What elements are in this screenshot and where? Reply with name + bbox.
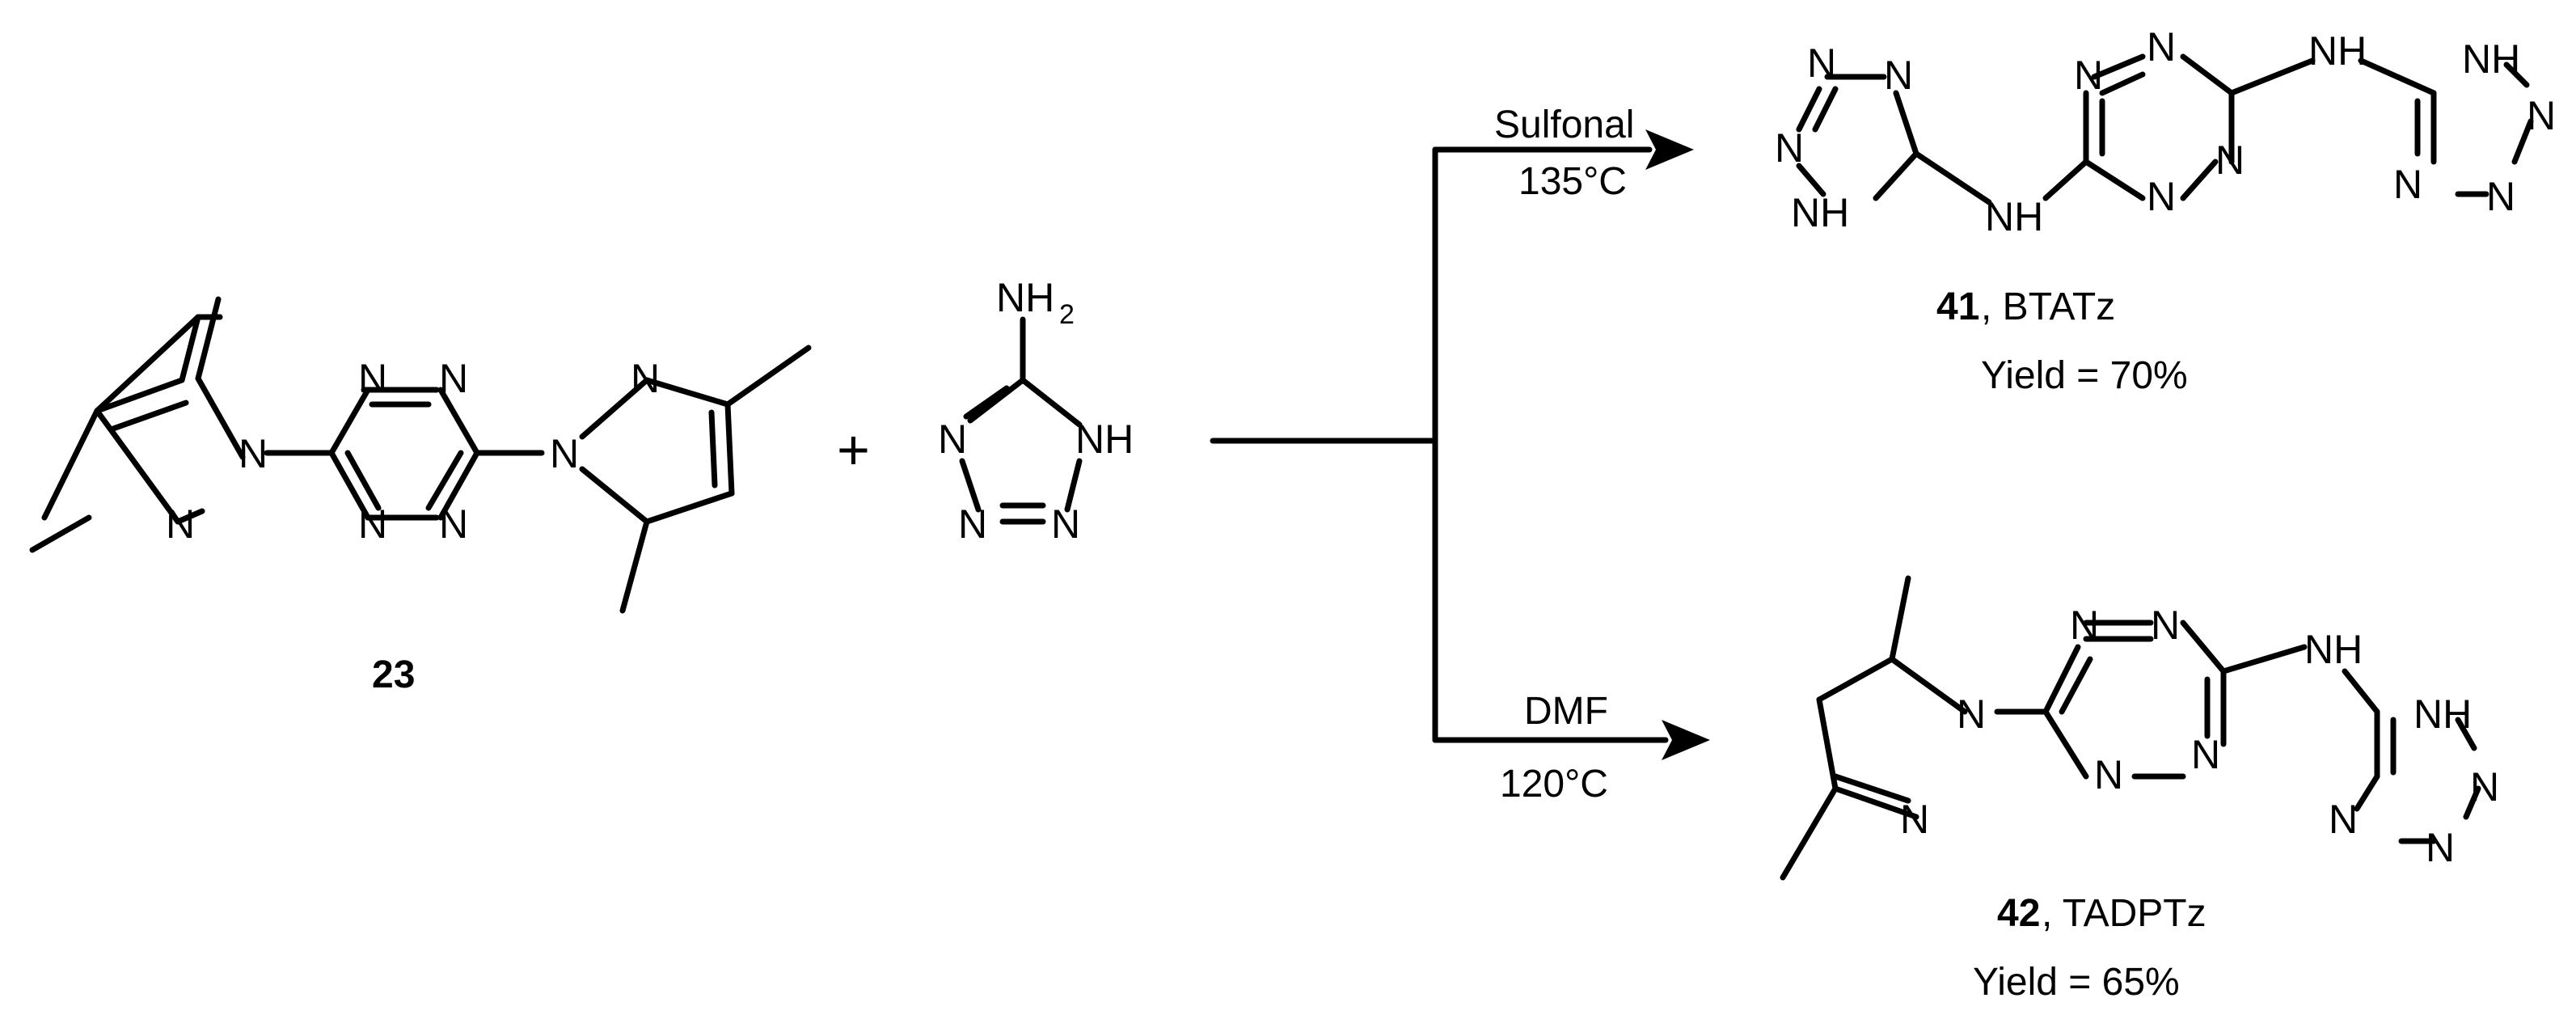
atom-n: N [2215, 137, 2244, 183]
atom-n: N [239, 431, 268, 476]
atom-nh: NH [2413, 691, 2472, 737]
bottom-solvent: DMF [1524, 690, 1608, 733]
svg-text:2: 2 [1059, 299, 1075, 330]
reaction-arrows [1210, 129, 1710, 760]
atom-n: N [2426, 825, 2455, 870]
atom-n: N [2074, 53, 2103, 98]
atom-n: N [358, 356, 387, 401]
atom-n: N [1807, 40, 1836, 86]
atom-n: N [1957, 691, 1986, 737]
atom-n: N [2329, 797, 2358, 842]
svg-text:, BTATz: , BTATz [1981, 285, 2115, 328]
svg-text:NH: NH [996, 275, 1054, 320]
atom-n: N [2070, 603, 2099, 648]
reactant-23-structure [29, 296, 812, 614]
atom-n: N [938, 417, 967, 462]
product-42-yield: Yield = 65% [1973, 961, 2180, 1004]
top-solvent: Sulfonal [1494, 104, 1634, 146]
atom-n: N [2147, 174, 2176, 219]
atom-n: N [358, 501, 387, 547]
plus-sign: + [837, 418, 870, 481]
product-42-label: 42 , TADPTz [1997, 892, 2206, 935]
atom-n: N [1051, 501, 1080, 547]
atom-n: N [2094, 752, 2123, 797]
atom-n: N [166, 501, 195, 547]
svg-text:, TADPTz: , TADPTz [2042, 892, 2206, 935]
atom-nh: NH [1985, 194, 2043, 239]
svg-text:41: 41 [1936, 285, 1979, 328]
reactant-label: 23 [372, 653, 415, 696]
product-41-label: 41 , BTATz [1936, 285, 2115, 328]
aminotetrazole-structure [959, 316, 1083, 525]
atom-nh: NH [1075, 417, 1134, 462]
atom-n: N [2470, 764, 2499, 810]
product-41-yield: Yield = 70% [1981, 354, 2188, 397]
atom-n: N [439, 501, 468, 547]
product-41-structure [1796, 53, 2534, 205]
bottom-temperature: 120°C [1500, 763, 1608, 806]
atom-n: N [439, 356, 468, 401]
atom-nh: NH [2304, 627, 2363, 672]
atom-n: N [1900, 797, 1929, 842]
svg-text:42: 42 [1997, 892, 2040, 935]
atom-n: N [631, 356, 660, 401]
atom-n: N [2486, 174, 2515, 219]
aminotetrazole-nh2: NH 2 [996, 275, 1075, 330]
atom-n: N [550, 431, 579, 476]
product-42-structure [1780, 575, 2481, 881]
atom-n: N [958, 501, 987, 547]
atom-nh: NH [1791, 190, 1849, 235]
atom-n: N [2191, 732, 2220, 777]
atom-n: N [2151, 603, 2180, 648]
atom-n: N [2393, 162, 2422, 207]
atom-nh: NH [2308, 28, 2367, 74]
atom-n: N [1884, 53, 1913, 98]
atom-n: N [1775, 125, 1804, 171]
atom-nh: NH [2462, 36, 2520, 82]
atom-n: N [2527, 93, 2556, 138]
top-temperature: 135°C [1518, 160, 1627, 203]
atom-n: N [2147, 24, 2176, 70]
